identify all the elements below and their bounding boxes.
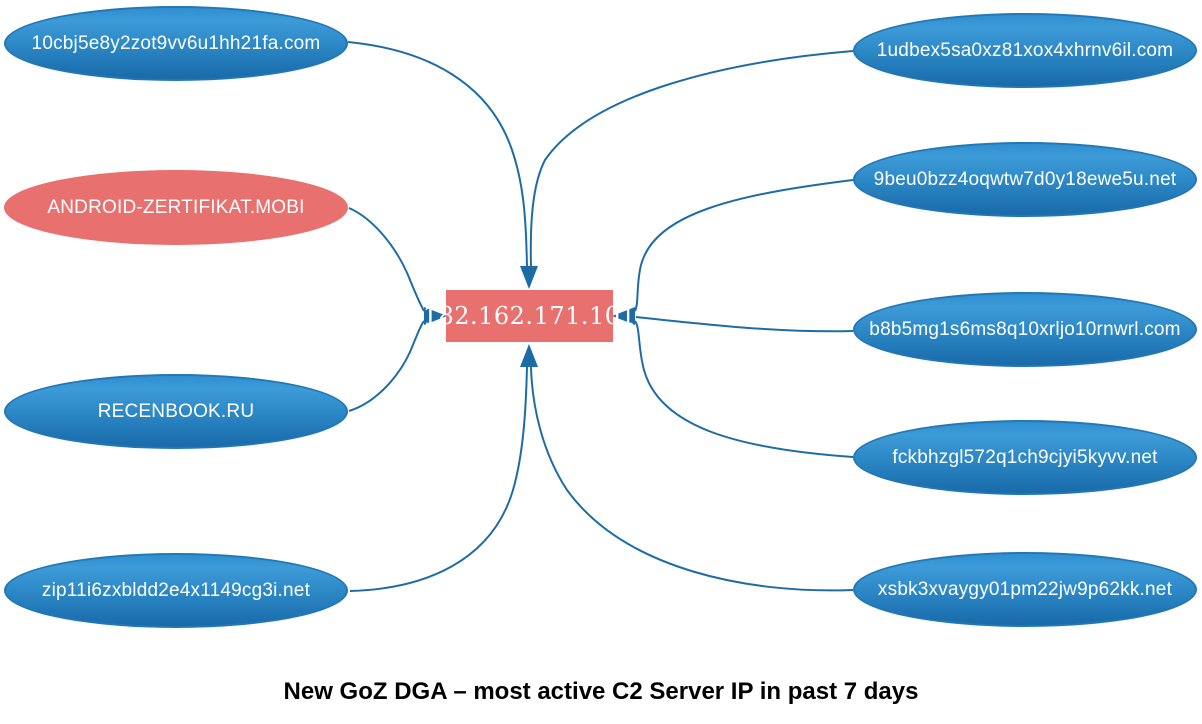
edge-10cbj-to-ip (347, 41, 528, 267)
domain-label: ANDROID-ZERTIFIKAT.MOBI (47, 196, 305, 218)
domain-label: RECENBOOK.RU (97, 400, 255, 422)
edge-zip11-to-ip (349, 366, 528, 592)
domain-node: RECENBOOK.RU (4, 374, 348, 449)
domain-label: xsbk3xvaygy01pm22jw9p62kk.net (877, 578, 1173, 600)
edge-1udbex-to-ip (529, 50, 854, 267)
domain-node: zip11i6zxbldd2e4x1149cg3i.net (4, 553, 348, 628)
c2-server-ip-node: 182.162.171.101 (423, 290, 636, 342)
domain-node: 10cbj5e8y2zot9vv6u1hh21fa.com (4, 6, 348, 81)
arrowhead-bottom (520, 344, 538, 367)
edge-android-to-ip (348, 207, 425, 312)
arrowhead-left (424, 307, 447, 325)
edge-recenbook-to-ip (348, 320, 425, 412)
domain-label: b8b5mg1s6ms8q10xrljo10rnwrl.com (869, 318, 1181, 340)
domain-label: fckbhzgl572q1ch9cjyi5kyvv.net (892, 446, 1158, 468)
c2-ip-label: 182.162.171.101 (422, 302, 637, 330)
edge-fck-to-ip (634, 320, 854, 458)
highlight-domain-node: ANDROID-ZERTIFIKAT.MOBI (4, 170, 348, 245)
domain-label: zip11i6zxbldd2e4x1149cg3i.net (41, 579, 311, 601)
domain-node: xsbk3xvaygy01pm22jw9p62kk.net (853, 552, 1197, 627)
domain-node: 1udbex5sa0xz81xox4xhrnv6il.com (853, 13, 1197, 88)
edge-xsbk-to-ip (530, 366, 854, 592)
domain-label: 10cbj5e8y2zot9vv6u1hh21fa.com (31, 32, 321, 54)
domain-node: fckbhzgl572q1ch9cjyi5kyvv.net (853, 420, 1197, 495)
domain-label: 1udbex5sa0xz81xox4xhrnv6il.com (876, 39, 1174, 61)
edge-9beu-to-ip (634, 179, 854, 312)
edge-b8b5-to-ip (635, 316, 854, 333)
diagram-title: New GoZ DGA – most active C2 Server IP i… (283, 678, 919, 705)
domain-label: 9beu0bzz4oqwtw7d0y18ewe5u.net (873, 168, 1177, 190)
arrowhead-right (612, 307, 635, 325)
domain-node: 9beu0bzz4oqwtw7d0y18ewe5u.net (853, 142, 1197, 217)
domain-node: b8b5mg1s6ms8q10xrljo10rnwrl.com (853, 292, 1197, 367)
arrowhead-top (520, 266, 538, 289)
